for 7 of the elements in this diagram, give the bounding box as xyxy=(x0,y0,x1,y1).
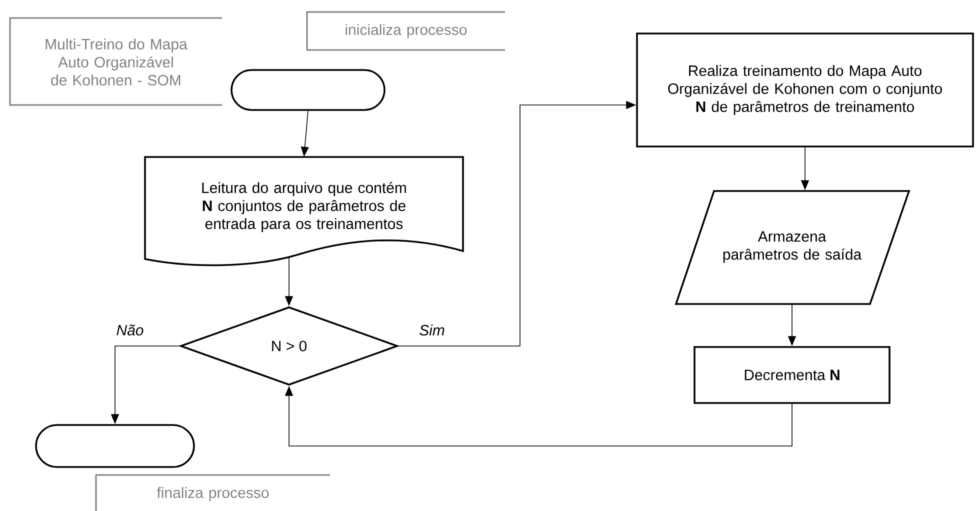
annotation-bracket: finaliza processo xyxy=(95,474,330,511)
edge-label: Sim xyxy=(418,324,446,336)
annotation-bracket: inicializa processo xyxy=(306,11,505,51)
annotation-bracket: Multi-Treino do Mapa Auto Organizável de Kohonen - SOM xyxy=(9,17,222,106)
process-box: Realiza treinamento do Mapa Auto Organizável de Kohonen com o conjunto N de parâmetros de treinamento xyxy=(636,32,974,148)
process-box: Decrementa N xyxy=(694,346,890,404)
edge-label: Não xyxy=(115,324,145,336)
